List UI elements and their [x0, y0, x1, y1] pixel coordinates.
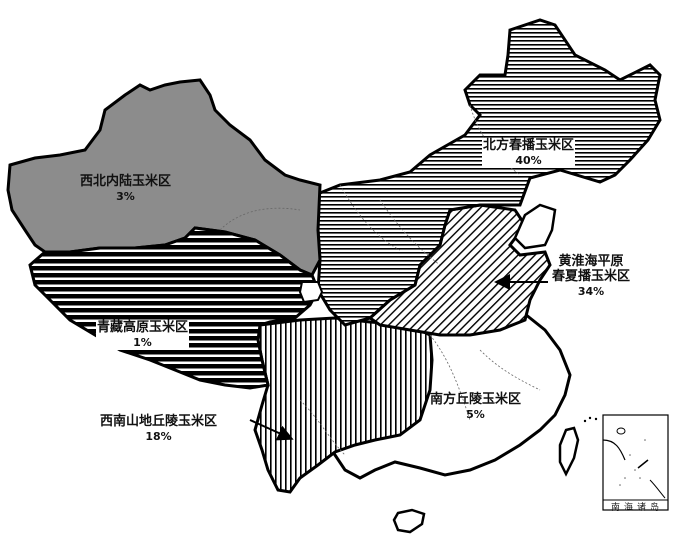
label-huanghuai: 黄淮海平原 春夏播玉米区 34% [552, 254, 630, 299]
label-south: 南方丘陵玉米区 5% [430, 392, 521, 422]
zone-percent: 3% [116, 190, 135, 203]
zone-name: 北方春播玉米区 [482, 138, 576, 153]
zone-name: 西北内陆玉米区 [80, 174, 172, 189]
inset-caption: 南海诸岛 [610, 503, 663, 513]
zone-percent: 34% [577, 285, 605, 298]
zone-name: 西南山地丘陵玉米区 [100, 414, 218, 429]
southwest-arrow [249, 419, 294, 441]
zone-name: 青藏高原玉米区 [96, 320, 190, 335]
taiwan-island [558, 426, 580, 477]
south-china-sea-inset [583, 414, 669, 511]
qinghai-lake [298, 281, 324, 304]
bohai-sea [513, 203, 557, 250]
label-southwest: 西南山地丘陵玉米区 18% [100, 414, 217, 444]
zone-percent: 5% [466, 408, 485, 421]
zone-north-spring [313, 18, 662, 327]
zone-percent: 18% [145, 430, 172, 443]
label-northwest: 西北内陆玉米区 3% [80, 174, 171, 204]
label-north-spring: 北方春播玉米区 40% [482, 138, 576, 168]
zone-name: 南方丘陵玉米区 [430, 392, 522, 407]
province-boundaries [219, 104, 541, 456]
zone-name-line1: 黄淮海平原 [558, 254, 624, 269]
zone-percent: 1% [96, 335, 190, 350]
zone-name-line2: 春夏播玉米区 [552, 269, 631, 284]
label-qingzang: 青藏高原玉米区 1% [96, 320, 190, 350]
zone-percent: 40% [482, 153, 576, 168]
hainan-island [392, 508, 426, 534]
